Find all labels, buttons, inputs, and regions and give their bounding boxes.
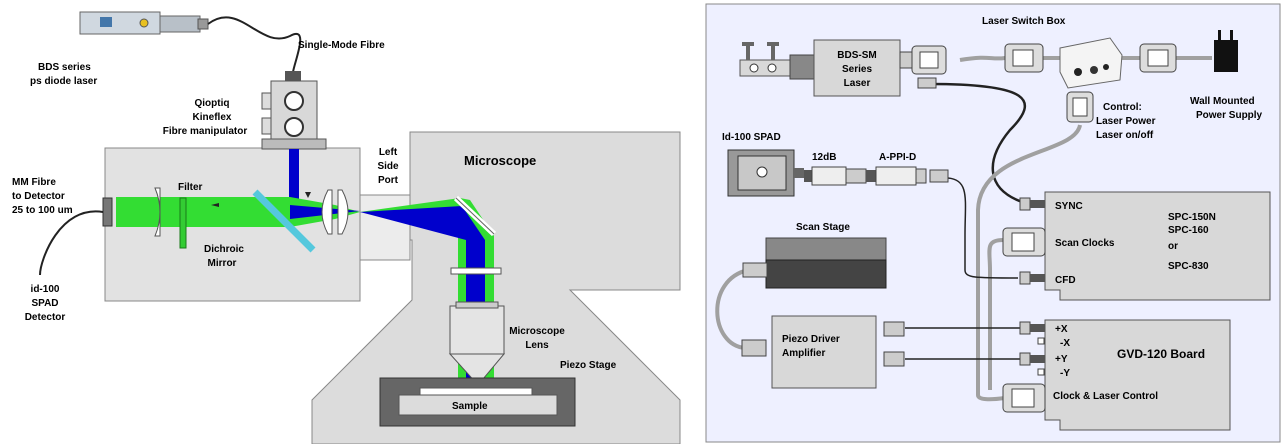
microscope-body xyxy=(311,131,681,444)
cfd-label: CFD xyxy=(1055,275,1076,286)
sample-label: Sample xyxy=(452,401,488,412)
plus-y-label: +Y xyxy=(1055,354,1068,365)
detector-fibre xyxy=(39,210,104,276)
scan-stage xyxy=(742,237,887,289)
filter-label: Filter xyxy=(178,182,203,193)
dichroic-label-2: Mirror xyxy=(208,258,237,269)
wall-label-2: Power Supply xyxy=(1196,110,1263,121)
lens-2 xyxy=(321,189,333,235)
minus-x-label: -X xyxy=(1060,338,1070,349)
bds-box-label-3: Laser xyxy=(844,78,871,89)
mm-fibre-connector xyxy=(102,197,113,227)
lens-3 xyxy=(337,189,349,235)
laser-connectors xyxy=(899,43,1044,89)
bds-laser-image xyxy=(79,11,209,35)
fibre-label: Single-Mode Fibre xyxy=(298,40,385,51)
lens-label-1: Microscope xyxy=(509,326,565,337)
clock-laser-label: Clock & Laser Control xyxy=(1053,391,1158,402)
spad-label: Id-100 SPAD xyxy=(722,132,781,143)
piezo-driver-connector xyxy=(741,339,767,357)
appi-label: A-PPI-D xyxy=(879,152,916,163)
laser-label-1: BDS series xyxy=(38,62,91,73)
green-beam xyxy=(116,197,360,227)
dichroic-label-1: Dichroic xyxy=(204,244,244,255)
bds-box-label-1: BDS-SM xyxy=(837,50,876,61)
control-label-2: Laser Power xyxy=(1096,116,1156,127)
mm-fibre-label-2: to Detector xyxy=(12,191,65,202)
detector-label-3: Detector xyxy=(25,312,66,323)
control-label-3: Laser on/off xyxy=(1096,130,1154,141)
lens-label-2: Lens xyxy=(525,340,549,351)
dichroic-mirror xyxy=(252,189,316,253)
gvd-label: GVD-120 Board xyxy=(1117,347,1205,361)
fibre-manipulator xyxy=(261,71,327,150)
manipulator-label-3: Fibre manipulator xyxy=(163,126,248,137)
filter-element xyxy=(179,197,187,249)
scan-clocks-label: Scan Clocks xyxy=(1055,238,1115,249)
port-label-1: Left xyxy=(379,147,398,158)
piezo-driver-label-2: Amplifier xyxy=(782,348,825,359)
cables xyxy=(715,55,1212,402)
spc-model-2: SPC-160 xyxy=(1168,225,1209,236)
switch-box-title: Laser Switch Box xyxy=(982,16,1066,27)
wall-plug xyxy=(1214,30,1238,72)
gvd-connectors xyxy=(1002,321,1046,413)
detector-label-2: SPAD xyxy=(31,298,58,309)
wall-label-1: Wall Mounted xyxy=(1190,96,1255,107)
plus-x-label: +X xyxy=(1055,324,1068,335)
spc-card xyxy=(1044,191,1271,301)
attenuator-label: 12dB xyxy=(812,152,836,163)
manipulator-label-1: Qioptiq xyxy=(195,98,230,109)
id100-spad xyxy=(727,149,804,197)
piezo-stage-label: Piezo Stage xyxy=(560,360,617,371)
sync-label: SYNC xyxy=(1055,201,1083,212)
laser-label-2: ps diode laser xyxy=(30,76,97,87)
laser-mount xyxy=(739,42,815,80)
mm-fibre-label-1: MM Fibre xyxy=(12,177,56,188)
lens-1 xyxy=(154,187,161,237)
port-label-3: Port xyxy=(378,175,399,186)
gvd-board xyxy=(1044,319,1231,431)
detector-label-1: id-100 xyxy=(31,284,60,295)
scan-stage-label: Scan Stage xyxy=(796,222,850,233)
manipulator-label-2: Kineflex xyxy=(193,112,232,123)
spc-connectors xyxy=(1002,197,1046,285)
spc-model-4: SPC-830 xyxy=(1168,261,1209,272)
signal-chain xyxy=(804,166,949,186)
bds-box-label-2: Series xyxy=(842,64,872,75)
control-label-1: Control: xyxy=(1103,102,1142,113)
left-side-port xyxy=(359,194,411,261)
bds-sm-box xyxy=(813,39,901,97)
port-label-2: Side xyxy=(377,161,399,172)
microscope-objective xyxy=(448,301,506,386)
piezo-driver-box xyxy=(771,315,877,389)
tube-lens xyxy=(450,267,502,275)
minus-y-label: -Y xyxy=(1060,368,1070,379)
spc-model-3: or xyxy=(1168,241,1178,252)
spc-model-1: SPC-150N xyxy=(1168,212,1216,223)
laser-switch-box xyxy=(1059,37,1123,89)
single-mode-fibre xyxy=(207,16,302,73)
piezo-driver-label-1: Piezo Driver xyxy=(782,334,840,345)
mm-fibre-label-3: 25 to 100 um xyxy=(12,205,73,216)
optical-setup-panel: BDS series ps diode laser Single-Mode Fib… xyxy=(12,11,681,444)
microscope-title: Microscope xyxy=(464,153,536,168)
